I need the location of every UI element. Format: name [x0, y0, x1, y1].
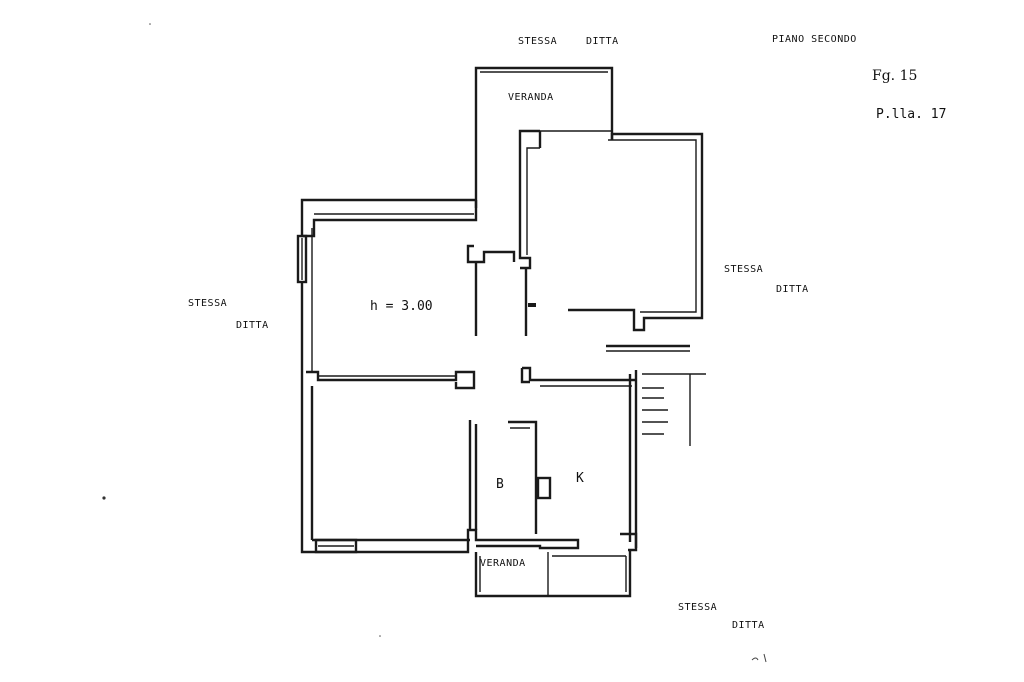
- right-neighbor-label-2: DITTA: [776, 284, 809, 295]
- kitchen-label: K: [576, 471, 584, 486]
- veranda-bottom-outline: [474, 550, 632, 598]
- ceiling-height-label: h = 3.00: [370, 299, 433, 314]
- veranda-top-outline: [474, 66, 614, 208]
- bath-kitchen: [468, 420, 552, 534]
- upper-left-room: [296, 198, 516, 540]
- sheet-label: Fg. 15: [872, 68, 917, 84]
- stray-dot: [102, 496, 106, 500]
- upper-right-room: [518, 129, 704, 336]
- floor-label: PIANO SECONDO: [772, 34, 857, 45]
- bottom-neighbor-label-1: STESSA: [678, 602, 717, 613]
- bathroom-label: B: [496, 477, 504, 492]
- left-neighbor-label-1: STESSA: [188, 298, 227, 309]
- middle-partitions: [306, 366, 638, 548]
- veranda-top-label: VERANDA: [508, 92, 554, 103]
- stray-dot: [149, 23, 151, 25]
- right-neighbor-label-1: STESSA: [724, 264, 763, 275]
- stray-dot: [379, 635, 381, 637]
- veranda-bottom-label: VERANDA: [480, 558, 526, 569]
- top-neighbor-label-2: DITTA: [586, 36, 619, 47]
- scribble-mark: [751, 653, 767, 663]
- stairs: [606, 344, 706, 446]
- bottom-neighbor-label-2: DITTA: [732, 620, 765, 631]
- bottom-walls: [300, 528, 638, 554]
- left-neighbor-label-2: DITTA: [236, 320, 269, 331]
- top-neighbor-label-1: STESSA: [518, 36, 557, 47]
- parcel-label: P.lla. 17: [876, 107, 946, 122]
